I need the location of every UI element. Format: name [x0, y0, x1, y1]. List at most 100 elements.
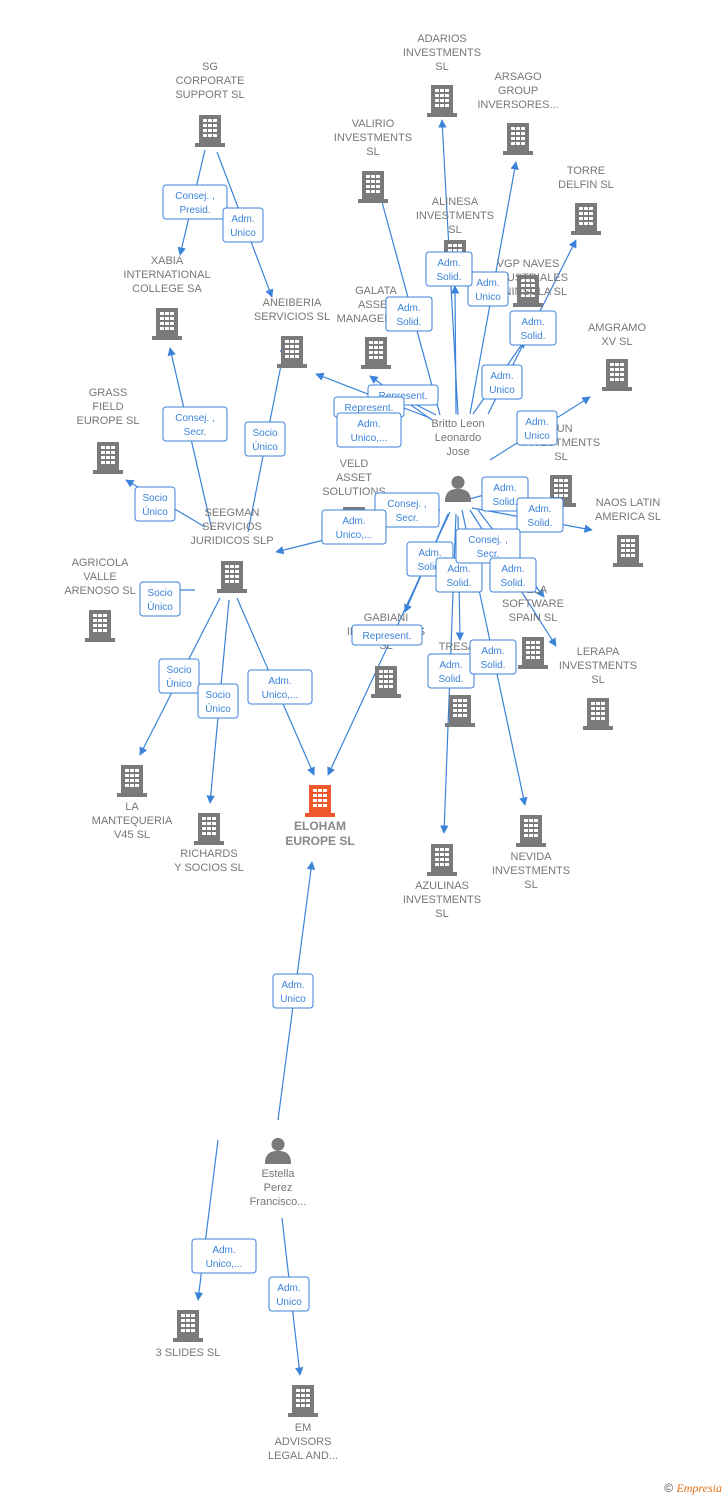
relation-label-sg-xabia[interactable]: Consej. ,Presid.	[162, 184, 228, 220]
node-label-line: ARSAGO	[494, 71, 542, 83]
relation-text-line: Unico,...	[262, 690, 299, 701]
relation-text: Adm.Solid.	[438, 660, 463, 685]
relation-label-britto-seegman[interactable]: Adm.Unico,...	[321, 509, 387, 545]
node-label-line: INVERSORES...	[477, 99, 558, 111]
node-label-line: GROUP	[498, 85, 538, 97]
relation-label-britto-nevida[interactable]: Adm.Solid.	[469, 639, 517, 675]
building-icon	[217, 561, 247, 593]
relation-text-line: Adm.	[501, 564, 524, 575]
relation-label-sg-aneiberia[interactable]: Adm.Unico	[222, 207, 264, 243]
relation-label-seegman-xabia[interactable]: Consej. ,Secr.	[162, 406, 228, 442]
relation-text-line: Solid.	[527, 518, 552, 529]
relation-text-line: Adm.	[277, 1283, 300, 1294]
relation-text: Adm.Unico,...	[206, 1245, 243, 1270]
relation-text-line: Unico	[475, 292, 501, 303]
copyright-symbol: ©	[664, 1481, 674, 1495]
node-label-line: Francisco...	[250, 1196, 307, 1208]
relation-text-line: Unico	[489, 385, 515, 396]
node-label-line: SL	[524, 879, 537, 891]
relation-label-britto-alinesa[interactable]: Adm.Solid.	[425, 251, 473, 287]
node-label-line: INVESTMENTS	[416, 210, 494, 222]
node-label-line: MANTEQUERIA	[92, 815, 173, 827]
relation-label-britto-naos[interactable]: Adm.Solid.	[516, 497, 564, 533]
node-label-line: ARENOSO SL	[64, 585, 136, 597]
relation-box	[455, 528, 521, 564]
relation-label-britto-galata[interactable]: Adm.Unico,...	[336, 412, 402, 448]
relation-text: Adm.Solid.	[480, 646, 505, 671]
relation-label-britto-vgp[interactable]: Adm. Unico	[481, 364, 523, 400]
relation-label-britto-vela[interactable]: Consej. ,Secr.	[455, 528, 521, 564]
relation-text-line: Solid.	[436, 272, 461, 283]
relation-text-line: Único	[205, 702, 231, 715]
relation-label-seegman-eloham[interactable]: Adm.Unico,...	[247, 669, 313, 705]
building-icon	[445, 695, 475, 727]
relation-text-line: Unico,...	[351, 433, 388, 444]
node-arsago[interactable]: ARSAGO GROUP INVERSORES...	[477, 71, 559, 155]
relation-label-britto-lerapa[interactable]: Adm.Solid.	[489, 557, 537, 593]
relation-box	[516, 410, 558, 446]
node-label-line: SOLUTIONS	[322, 486, 386, 498]
node-label-line: AZULINAS	[415, 880, 469, 892]
relation-text-line: Adm.	[490, 371, 513, 382]
relation-label-britto-arsago[interactable]: Adm.Unico	[467, 271, 509, 307]
building-icon	[277, 336, 307, 368]
node-label-line: SL	[448, 224, 461, 236]
node-label-line: XABIA	[151, 255, 184, 267]
relation-box	[516, 497, 564, 533]
relation-label-britto-eloham[interactable]: Represent.	[351, 624, 423, 646]
relation-label-britto-amgramo[interactable]: Adm.Unico	[516, 410, 558, 446]
person-icon	[444, 475, 472, 502]
relation-label-britto-valirio[interactable]: Adm.Solid.	[385, 296, 433, 332]
building-icon	[194, 813, 224, 845]
relation-label-estella-slides[interactable]: Adm.Unico,...	[191, 1238, 257, 1274]
node-label-line: Britto Leon	[431, 418, 484, 430]
relation-text-line: Consej. ,	[468, 535, 507, 546]
relation-text-line: Socio	[147, 588, 172, 599]
node-label-line: Jose	[446, 446, 469, 458]
node-slides[interactable]: 3 SLIDES SL	[156, 1310, 221, 1359]
relation-text-line: Solid.	[492, 497, 517, 508]
footer-brand[interactable]: © Empresia	[664, 1481, 722, 1496]
node-label-line: SL	[591, 674, 604, 686]
relation-text-line: Socio	[252, 428, 277, 439]
relation-label-britto-torre[interactable]: Adm.Solid.	[509, 310, 557, 346]
relation-label-britto-azulinas[interactable]: Adm.Solid.	[427, 653, 475, 689]
relation-label-estella-em[interactable]: Adm.Unico	[268, 1276, 310, 1312]
relation-label-estella-eloham[interactable]: Adm.Unico	[272, 973, 314, 1009]
relation-box	[272, 973, 314, 1009]
